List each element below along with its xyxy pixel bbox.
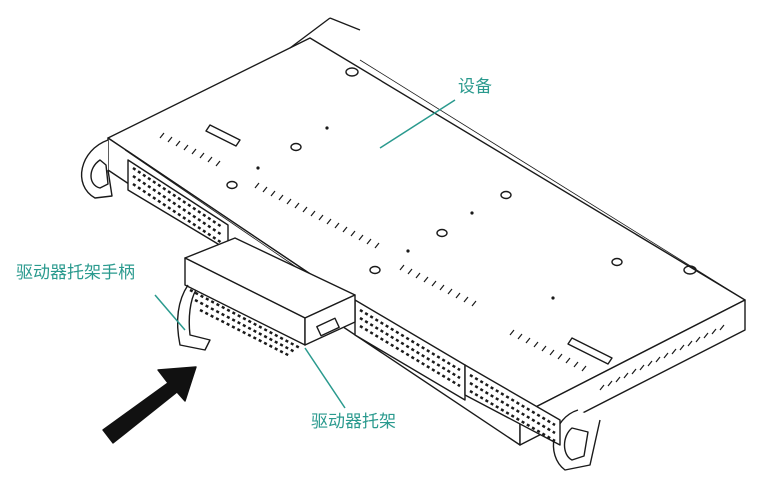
cover-vent-slots (159, 132, 725, 391)
cover-dots (256, 126, 555, 300)
right-drive-bay (464, 364, 561, 446)
center-drive-bay (354, 299, 466, 401)
cover-screw-holes (226, 67, 697, 275)
tray-handle-label: 驱动器托架手柄 (16, 263, 135, 283)
callout-leaders (154, 99, 456, 409)
insertion-arrow (102, 366, 197, 444)
leader-drive-tray (304, 347, 346, 409)
drive-tray-handle (176, 284, 211, 351)
left-rack-handle (80, 139, 113, 199)
leader-tray-handle (154, 294, 186, 331)
device-label: 设备 (458, 77, 492, 97)
drive-tray-label: 驱动器托架 (311, 412, 396, 432)
leader-device (379, 99, 456, 149)
right-rack-handle (552, 409, 601, 471)
cover-label-plate (205, 124, 613, 365)
drive-tray-inserting (184, 237, 356, 358)
